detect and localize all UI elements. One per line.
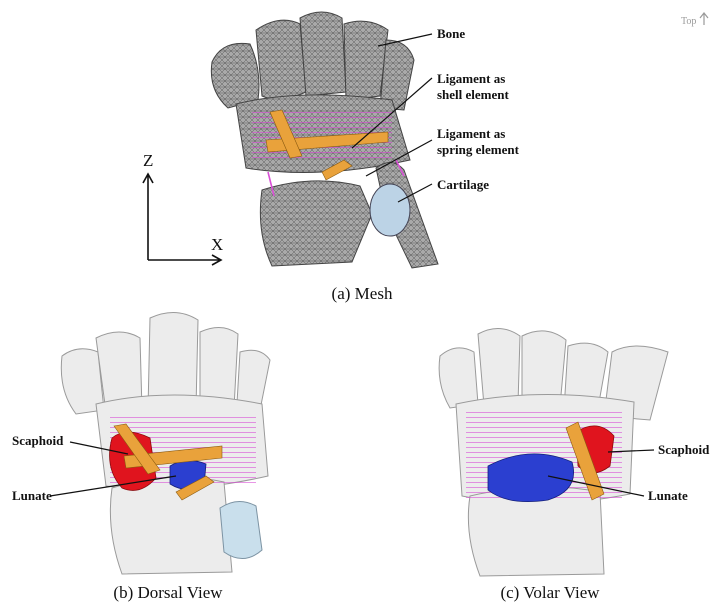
- cartilage-shape-b: [220, 501, 262, 558]
- panel-b-dorsal: Scaphoid Lunate (b) Dorsal View: [12, 312, 270, 602]
- label-scaphoid-b: Scaphoid: [12, 433, 64, 448]
- up-arrow-icon: [700, 13, 708, 25]
- top-indicator: Top: [681, 13, 708, 27]
- top-label: Top: [681, 16, 696, 27]
- caption-b: (b) Dorsal View: [113, 583, 223, 602]
- label-ligament-shell-line2: shell element: [437, 87, 510, 102]
- label-cartilage: Cartilage: [437, 177, 489, 192]
- label-ligament-spring-line2: spring element: [437, 142, 520, 157]
- lunate-volar: [488, 454, 574, 502]
- axis-z-label: Z: [143, 151, 153, 170]
- label-ligament-spring-line1: Ligament as: [437, 126, 505, 141]
- caption-a: (a) Mesh: [332, 284, 393, 303]
- cartilage-shape: [370, 184, 410, 236]
- label-lunate-c: Lunate: [648, 488, 688, 503]
- panel-c-volar: Scaphoid Lunate (c) Volar View: [439, 328, 710, 602]
- panel-a-mesh: Bone Ligament as shell element Ligament …: [143, 12, 520, 303]
- label-scaphoid-c: Scaphoid: [658, 442, 710, 457]
- caption-c: (c) Volar View: [500, 583, 600, 602]
- label-ligament-shell-line1: Ligament as: [437, 71, 505, 86]
- coordinate-axes: [143, 174, 221, 265]
- label-bone: Bone: [437, 26, 465, 41]
- axis-x-label: X: [211, 235, 223, 254]
- label-lunate-b: Lunate: [12, 488, 52, 503]
